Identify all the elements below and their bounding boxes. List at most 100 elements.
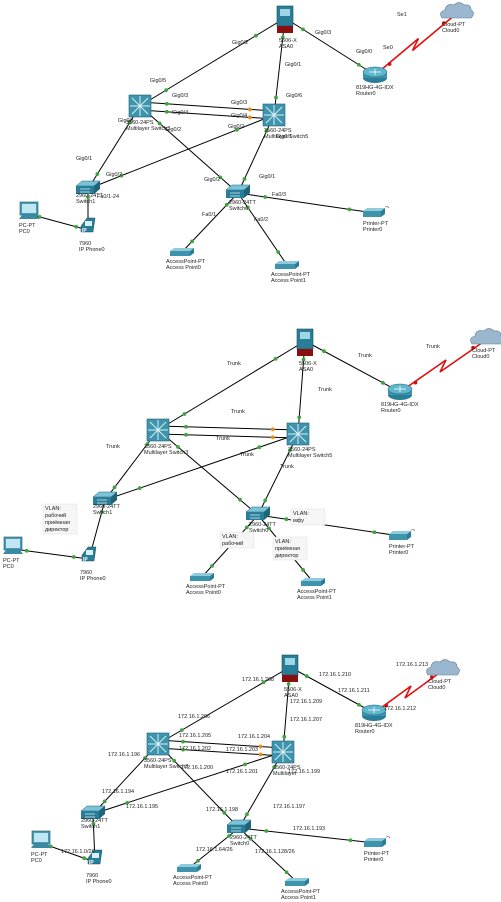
link-label-sw0_ap1: Fa0/2	[254, 217, 268, 223]
port-status-dot	[164, 101, 169, 106]
port-status-dot	[274, 95, 278, 100]
link-label-asa_ms3: Trunk	[227, 361, 241, 367]
phone-icon	[81, 546, 97, 564]
serial-link-router-cloud[interactable]	[399, 339, 487, 393]
ethernet-link-ms3-ms5[interactable]	[139, 101, 275, 112]
ethernet-link-ms3-ms5[interactable]	[139, 109, 275, 120]
port-status-dot	[270, 427, 275, 432]
ethernet-link-ms3-sw0[interactable]	[139, 105, 239, 194]
device-label-asa: 5506-X	[299, 361, 317, 367]
port-status-dot	[270, 435, 275, 440]
ethernet-link-ms3-ms5[interactable]	[157, 739, 284, 749]
port-status-dot	[304, 674, 309, 679]
port-status-dot	[181, 739, 185, 744]
serial-link-router-cloud[interactable]	[374, 13, 457, 76]
link-label-ms5_sw0: Trunk	[280, 464, 294, 470]
device-label-ap0: AccessPoint-PT	[166, 259, 206, 265]
serial-link-router-cloud[interactable]	[373, 670, 443, 714]
ethernet-link-ms5-sw1[interactable]	[104, 433, 299, 501]
device-label-printer: Printer-PT	[389, 544, 415, 550]
vlan-note-line: VLAN:	[222, 534, 238, 540]
ap1-icon	[275, 261, 299, 269]
link-label-sw1_ms5: 172.16.1.195	[126, 804, 158, 810]
device-label-sw1: 2960-24TT	[76, 193, 104, 199]
ethernet-link-sw0-printer[interactable]	[257, 514, 401, 537]
link-label-ms5_b: 172.16.1.203	[226, 747, 258, 753]
ethernet-link-ms3-ms5[interactable]	[157, 425, 299, 431]
ethernet-link-ms3-ms5[interactable]	[157, 747, 284, 757]
device-label-ms3: 3560-24PS	[144, 444, 172, 450]
ethernet-link-asa-ms3[interactable]	[157, 666, 291, 745]
vlan-note-printer: VLAN:мфу	[290, 508, 326, 526]
port-status-dot	[125, 800, 130, 805]
port-status-dot	[273, 356, 278, 361]
port-status-dot	[99, 509, 104, 514]
vlan-note-line: директор	[275, 553, 298, 559]
ethernet-link-ms5-sw1[interactable]	[92, 751, 284, 815]
vlan-note-line: директор	[45, 527, 68, 533]
ms5-icon	[286, 422, 310, 446]
link-label-sw1_up: Gig0/1	[76, 156, 92, 162]
port-status-dot	[74, 224, 79, 229]
device-label-cloud: Cloud-PT	[442, 22, 466, 28]
port-status-dot	[95, 172, 100, 176]
cloud-icon	[440, 2, 474, 19]
port-status-dot	[297, 415, 302, 420]
ethernet-link-sw0-printer[interactable]	[237, 192, 375, 214]
ethernet-link-ms5-sw1[interactable]	[87, 114, 275, 190]
device-label-ap0: Access Point0	[166, 265, 201, 271]
port-status-dot	[258, 752, 263, 757]
device-label-cloud: Cloud0	[472, 354, 489, 360]
vlan-note-line: приёмная	[275, 546, 300, 552]
vlan-note-line: мфу	[293, 518, 304, 524]
ethernet-link-asa-ms3[interactable]	[139, 17, 286, 107]
ethernet-link-asa-router[interactable]	[304, 340, 401, 393]
link-label-asa_ms3: Gig0/2	[232, 40, 248, 46]
ethernet-link-phone-pc[interactable]	[12, 548, 90, 560]
device-label-asa: ASA0	[299, 367, 313, 373]
device-label-ms3: 3560-24PS	[126, 120, 154, 126]
device-label-printer: Printer0	[363, 227, 382, 233]
port-status-dot	[71, 555, 76, 559]
ethernet-link-ms3-sw0[interactable]	[157, 743, 240, 829]
ethernet-link-ms3-sw0[interactable]	[157, 429, 259, 516]
ethernet-link-asa-ms3[interactable]	[157, 340, 306, 431]
